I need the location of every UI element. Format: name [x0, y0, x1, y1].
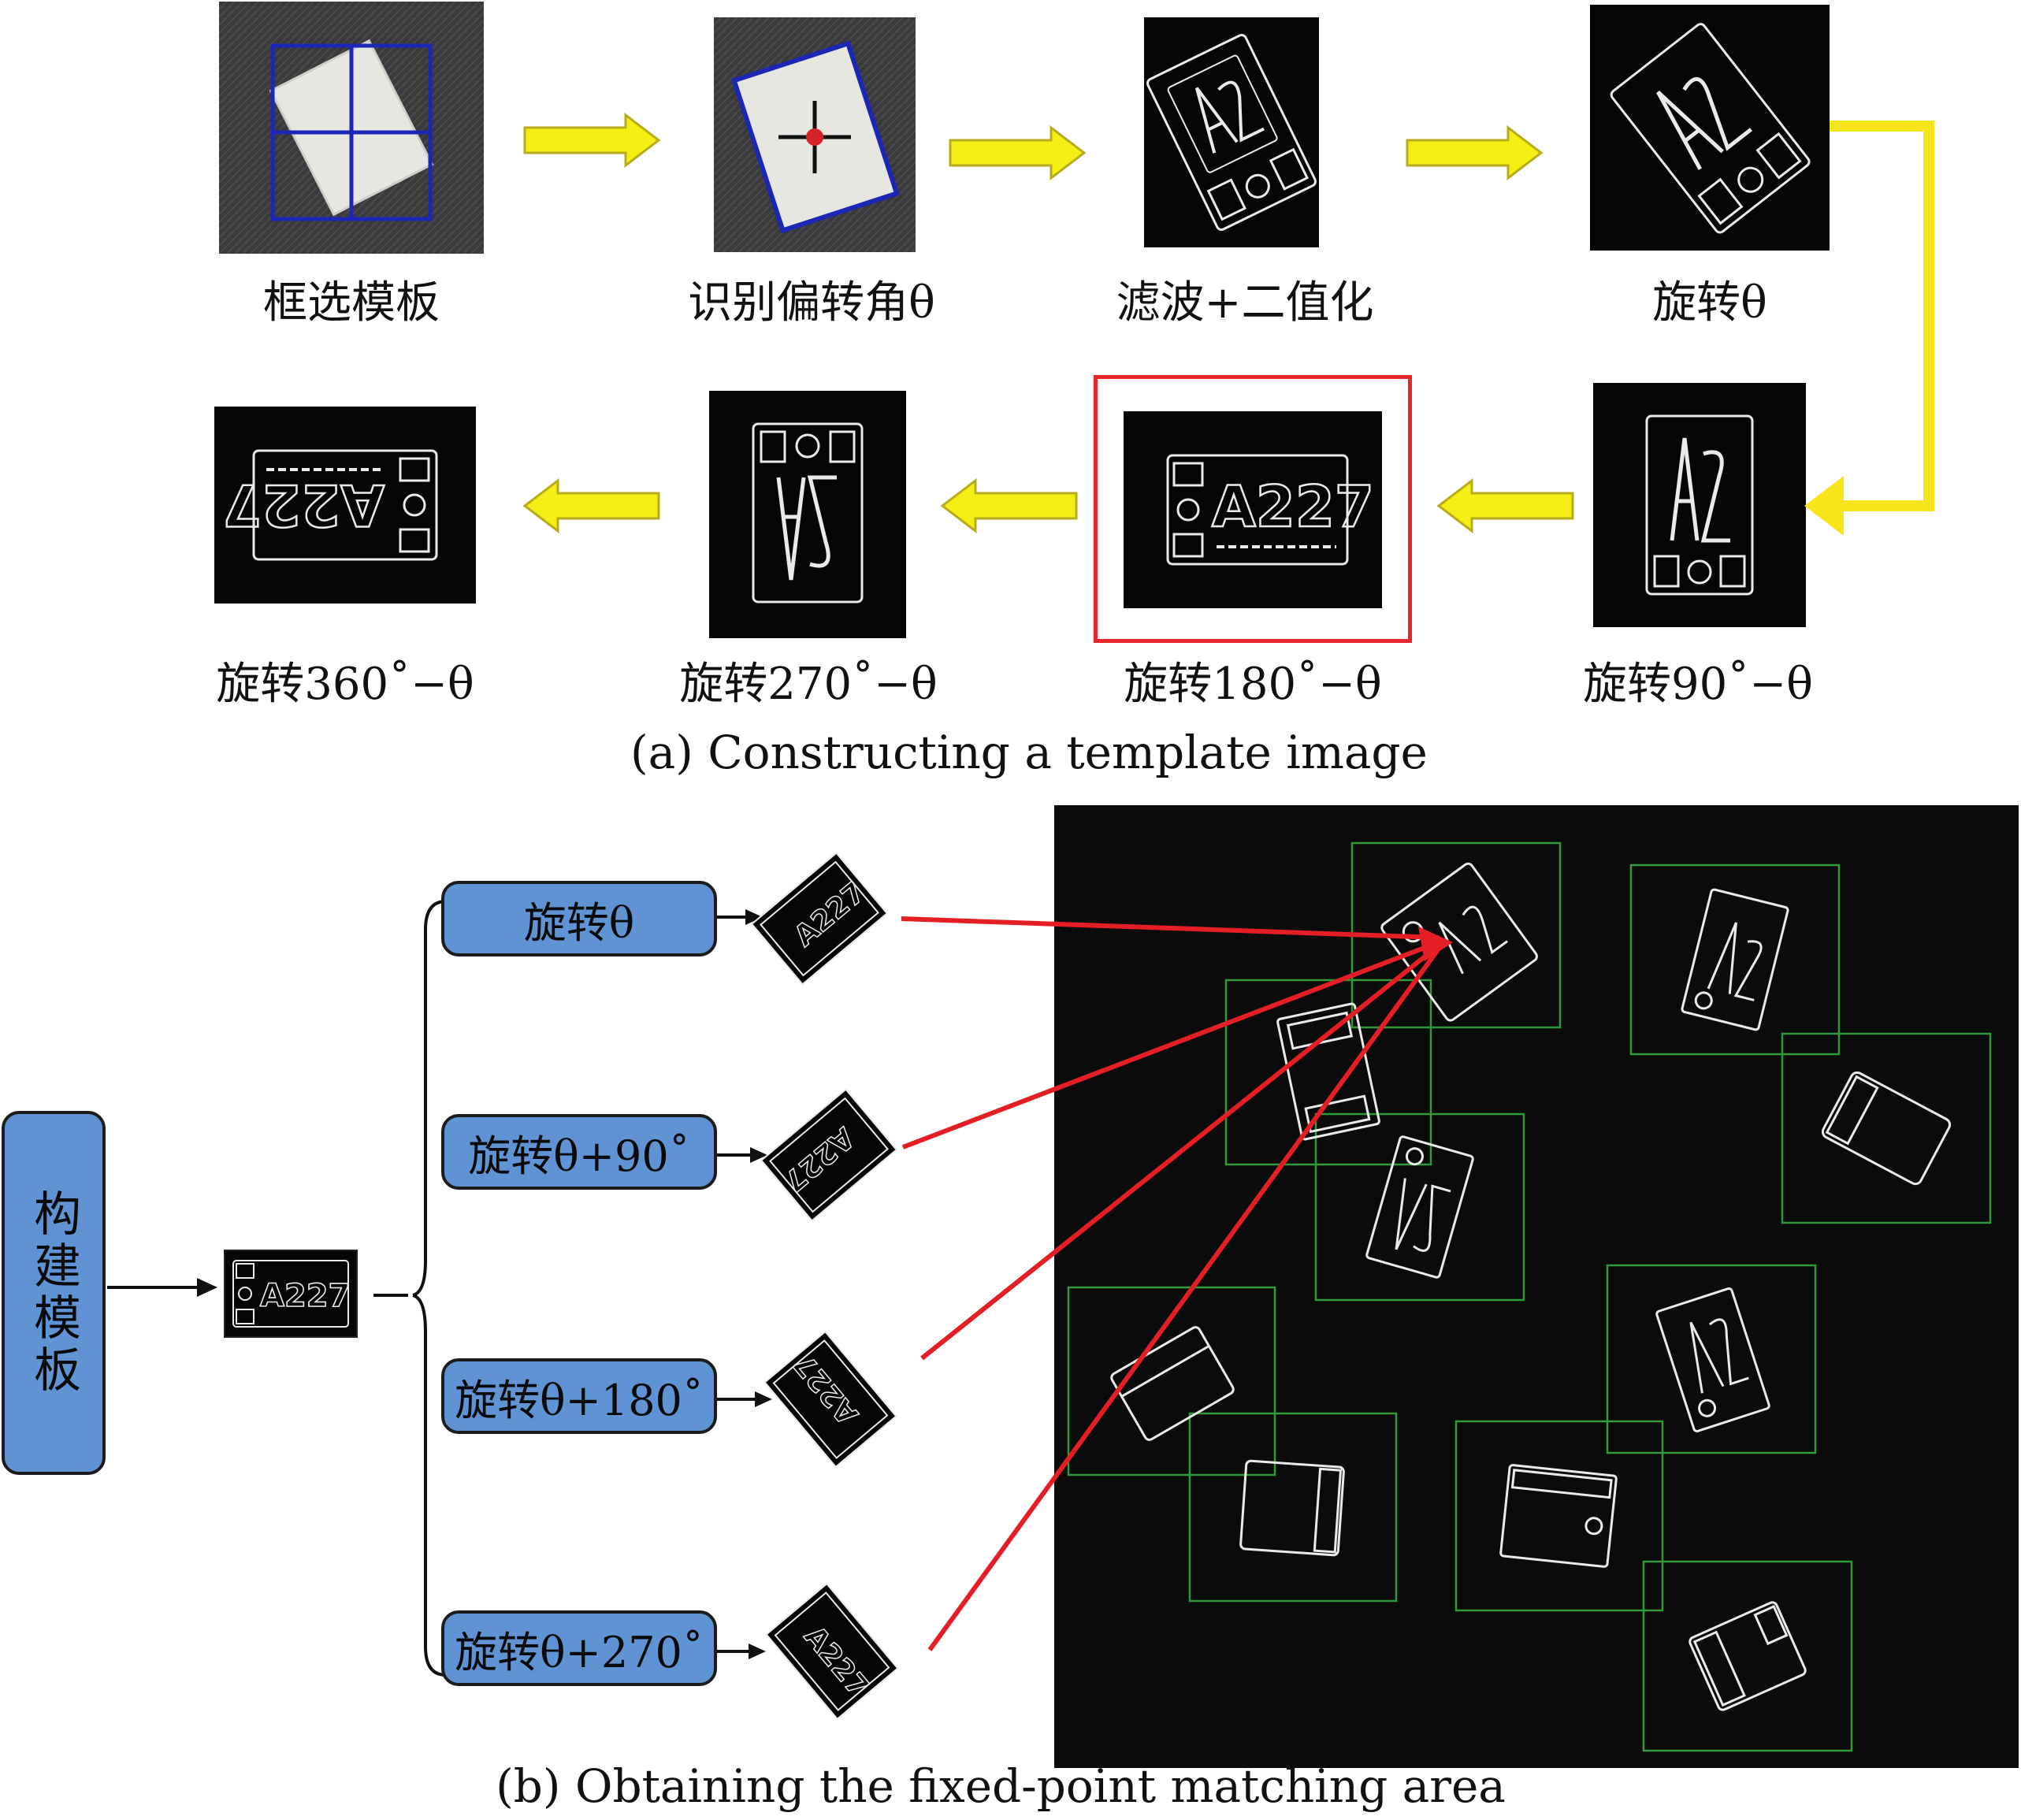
rotated-chip-theta-180: A227 [763, 1330, 897, 1469]
step-label-rotate-theta: 旋转θ [1652, 277, 1767, 329]
right-arrow-icon [523, 112, 661, 169]
step-label-rotate-90: 旋转90˚−θ [1583, 659, 1813, 710]
elbow-connector [1830, 121, 1934, 511]
option-label: 旋转θ+270˚ [455, 1627, 704, 1677]
option-rotate-theta: 旋转θ [441, 881, 717, 956]
option-rotate-theta-90: 旋转θ+90˚ [441, 1114, 717, 1190]
left-arrow-icon [522, 477, 660, 534]
binarized-thumbnail [1144, 17, 1319, 247]
highlight-frame [1094, 375, 1412, 643]
step-label-deflection-angle: 识别偏转角θ [688, 277, 935, 329]
flow-arrows-row1 [523, 112, 1544, 181]
arrowhead-icon [755, 1391, 772, 1407]
matching-scene-panel [1054, 805, 2019, 1768]
right-arrow-icon [949, 124, 1087, 181]
step-label-rotate-360: 旋转360˚−θ [216, 659, 474, 710]
option-rotate-theta-180: 旋转θ+180˚ [441, 1358, 717, 1434]
template-chip: A227 [224, 1250, 358, 1338]
template-selection-photo [219, 2, 484, 254]
match-line-theta [901, 916, 1440, 940]
chip-marking-text: A227 [260, 1278, 350, 1314]
match-line-theta-90 [901, 940, 1440, 1150]
step-label-rotate-180: 旋转180˚−θ [1124, 659, 1382, 710]
deflection-angle-photo [714, 17, 916, 252]
rotated-90-thumbnail [1593, 383, 1806, 627]
rotated-360-thumbnail: A227 [214, 407, 476, 604]
subfigure-caption-a: (a) Constructing a template image [630, 726, 1428, 779]
component-outlines [1110, 862, 1952, 1711]
option-label: 旋转θ+180˚ [455, 1375, 704, 1425]
rotated-theta-thumbnail [1590, 5, 1830, 251]
arrowhead-icon [1418, 927, 1453, 961]
option-label: 旋转θ [523, 897, 635, 948]
step-label-rotate-270: 旋转270˚−θ [679, 659, 938, 710]
match-line-theta-180 [920, 943, 1440, 1361]
bracket-top [412, 900, 447, 1297]
subfigure-caption-b: (b) Obtaining the fixed-point matching a… [496, 1759, 1506, 1813]
arrowhead-icon [749, 1644, 766, 1659]
left-arrow-icon [940, 477, 1078, 534]
step-label-select-template: 框选模板 [263, 277, 440, 329]
option-label: 旋转θ+90˚ [468, 1131, 690, 1181]
flow-arrows-row2 [522, 477, 1574, 534]
rotated-chip-theta: A227 [750, 852, 889, 986]
arrowhead-icon [197, 1278, 217, 1297]
match-line-theta-270 [927, 947, 1441, 1651]
build-template-box: 构建模板 [2, 1111, 106, 1475]
option-rotate-theta-270: 旋转θ+270˚ [441, 1610, 717, 1686]
arrowhead-icon [745, 909, 763, 925]
bracket-bottom [412, 1294, 447, 1677]
match-boxes [1067, 841, 1992, 1752]
rotated-180-thumbnail: A227 [1124, 411, 1382, 608]
chip-marking-text: A227 [1212, 474, 1374, 540]
rotated-270-thumbnail [709, 391, 906, 638]
build-template-label: 构建模板 [25, 1189, 81, 1397]
chip-marking-text: A227 [222, 472, 385, 538]
arrowhead-icon [750, 1147, 767, 1163]
step-label-filter-binarize: 滤波+二值化 [1116, 277, 1374, 329]
left-arrow-icon [1436, 477, 1574, 534]
right-arrow-icon [1406, 124, 1544, 181]
left-arrow-icon [1804, 476, 1844, 536]
